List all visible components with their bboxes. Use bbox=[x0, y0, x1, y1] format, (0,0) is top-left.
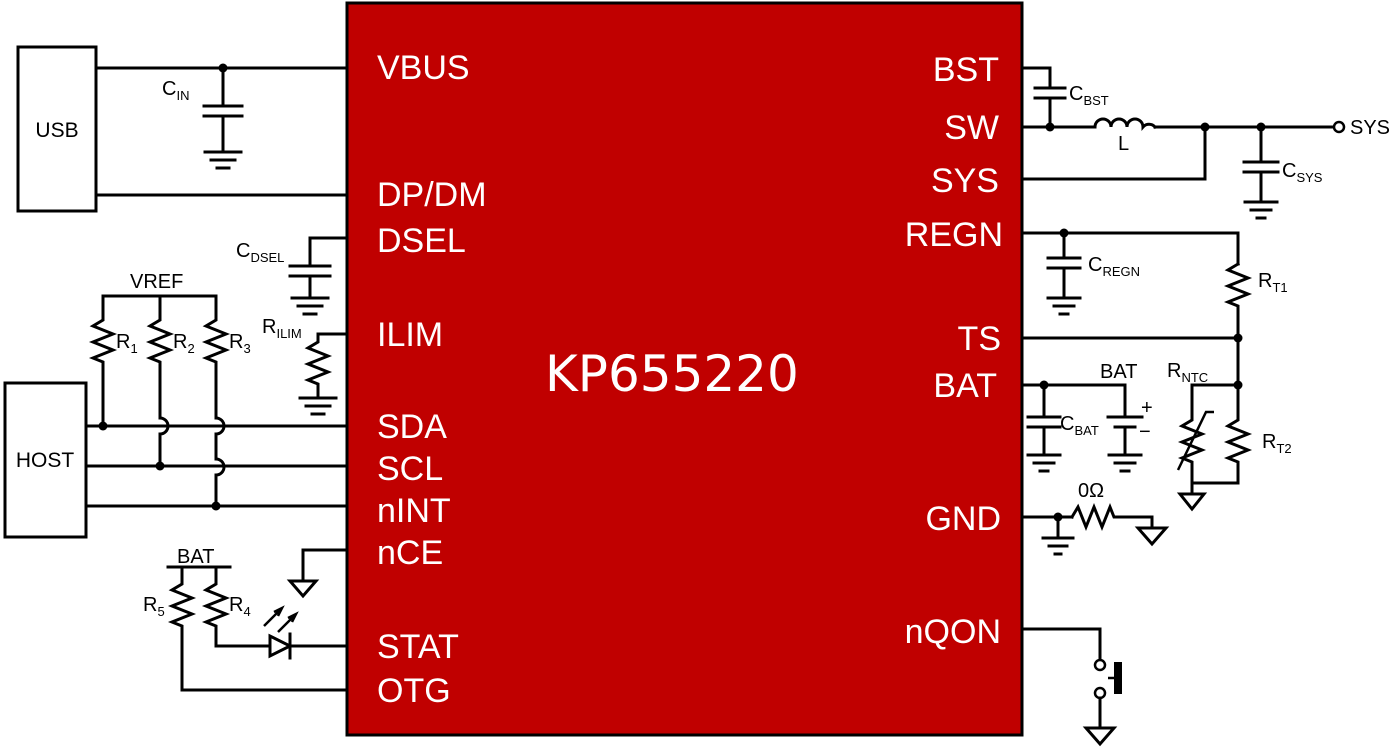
pin-nint: nINT bbox=[377, 492, 451, 530]
pin-scl: SCL bbox=[377, 450, 443, 488]
rt1-label: RT1 bbox=[1258, 270, 1288, 295]
zero-ohm-label: 0Ω bbox=[1078, 480, 1104, 502]
sys-wire bbox=[1020, 125, 1207, 181]
pin-sda: SDA bbox=[377, 408, 447, 446]
rt1-resistor: RT1 bbox=[1223, 261, 1288, 387]
vref-label: VREF bbox=[130, 271, 183, 293]
pin-ts: TS bbox=[958, 320, 1001, 358]
cbst-capacitor: CBST bbox=[1020, 66, 1109, 129]
regn-wire bbox=[1020, 231, 1240, 266]
pin-bat: BAT bbox=[933, 367, 997, 405]
cdsel-label: CDSEL bbox=[236, 240, 284, 265]
pin-gnd: GND bbox=[925, 500, 1001, 538]
rt2-label: RT2 bbox=[1262, 431, 1292, 456]
host-block: HOST bbox=[3, 381, 88, 539]
junction-dot bbox=[155, 461, 165, 471]
sys-output-label: SYS bbox=[1350, 117, 1390, 139]
rilim-label: RILIM bbox=[262, 316, 302, 341]
cdsel-capacitor: CDSEL bbox=[236, 236, 349, 316]
bat-led-label: BAT bbox=[177, 546, 214, 568]
csys-label: CSYS bbox=[1282, 160, 1323, 185]
chip-body bbox=[345, 1, 1024, 737]
bat-wire bbox=[1020, 383, 1127, 419]
status-led bbox=[263, 605, 349, 660]
host-label: HOST bbox=[16, 449, 75, 472]
rilim-resistor: RILIM bbox=[262, 316, 349, 416]
cin-label: CIN bbox=[162, 78, 189, 103]
pin-dpdm: DP/DM bbox=[377, 176, 487, 214]
junction-dot bbox=[211, 501, 221, 511]
rntc-thermistor: RNTC bbox=[1167, 360, 1214, 512]
pin-bst: BST bbox=[933, 51, 999, 89]
csys-capacitor: CSYS bbox=[1242, 125, 1323, 220]
usb-label: USB bbox=[35, 119, 78, 142]
r4-label: R4 bbox=[229, 594, 251, 619]
junction-dot bbox=[98, 421, 108, 431]
pin-sys: SYS bbox=[931, 162, 999, 200]
r4-resistor: R4 bbox=[201, 565, 270, 648]
r5-label: R5 bbox=[143, 594, 165, 619]
bat-label: BAT bbox=[1100, 361, 1137, 383]
chip: KP655220 VBUS DP/DM DSEL ILIM SDA SCL nI… bbox=[345, 1, 1024, 737]
cin-capacitor: CIN bbox=[162, 66, 244, 170]
battery-plus: + bbox=[1141, 397, 1153, 419]
r3-resistor: R3 bbox=[201, 294, 251, 508]
pin-dsel: DSEL bbox=[377, 222, 466, 260]
pin-nce: nCE bbox=[377, 534, 443, 572]
junction-dot bbox=[1045, 122, 1055, 132]
nqon-pushbutton bbox=[1020, 627, 1122, 747]
r1-label: R1 bbox=[116, 331, 138, 356]
rntc-label: RNTC bbox=[1167, 360, 1208, 385]
inductor: L bbox=[1093, 117, 1158, 155]
nce-ground bbox=[286, 548, 349, 599]
r5-resistor: R5 bbox=[143, 565, 349, 692]
junction-dot bbox=[1233, 333, 1243, 343]
inductor-label: L bbox=[1118, 133, 1129, 155]
gnd-symbol bbox=[1041, 515, 1075, 556]
r3-label: R3 bbox=[229, 331, 251, 356]
cbst-label: CBST bbox=[1069, 83, 1109, 108]
pin-ilim: ILIM bbox=[377, 316, 443, 354]
cregn-label: CREGN bbox=[1088, 254, 1140, 279]
battery-minus: − bbox=[1139, 421, 1151, 443]
zero-ohm-resistor: 0Ω bbox=[1069, 480, 1170, 547]
cbat-capacitor: CBAT bbox=[1026, 383, 1099, 473]
pin-vbus: VBUS bbox=[377, 49, 470, 87]
usb-connector: USB bbox=[16, 45, 98, 213]
cbat-label: CBAT bbox=[1060, 413, 1099, 438]
pin-otg: OTG bbox=[377, 672, 451, 710]
pin-sw: SW bbox=[944, 109, 999, 147]
r2-label: R2 bbox=[173, 331, 195, 356]
pin-regn: REGN bbox=[905, 216, 1003, 254]
chip-name: KP655220 bbox=[545, 345, 799, 403]
r2-resistor: R2 bbox=[145, 294, 195, 468]
sys-output-terminal bbox=[1332, 120, 1346, 134]
cregn-capacitor: CREGN bbox=[1046, 231, 1140, 316]
rt2-resistor: RT2 bbox=[1190, 383, 1292, 485]
pin-stat: STAT bbox=[377, 628, 459, 666]
battery: + − bbox=[1106, 397, 1153, 473]
r1-resistor: R1 bbox=[88, 294, 138, 428]
pin-nqon: nQON bbox=[905, 613, 1001, 651]
